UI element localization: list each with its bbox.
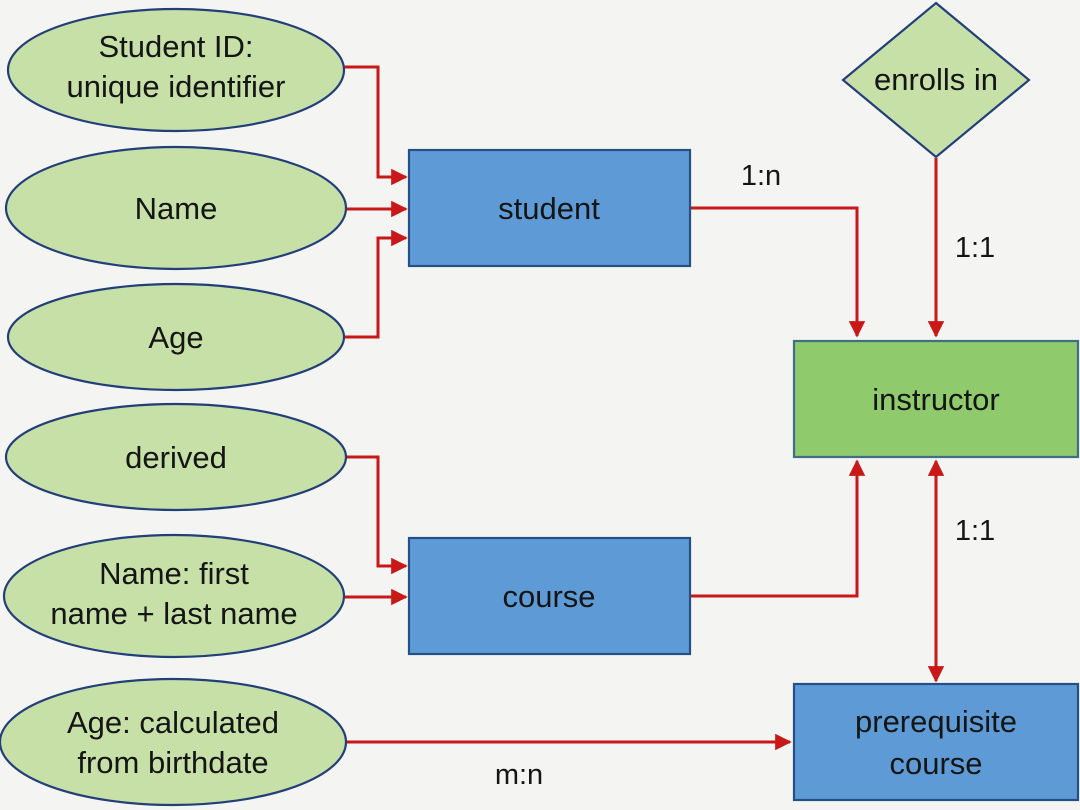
cardinality-age-prerequisite: m:n [495, 759, 543, 791]
edge-derived-to-course [346, 455, 408, 575]
attribute-derived-line-1: derived [125, 440, 227, 475]
attribute-derived: derived [4, 402, 348, 512]
attribute-age: Age [6, 282, 346, 392]
attribute-student-id-line-2: unique identifier [67, 69, 286, 104]
attribute-age-calculated-line-2: from birthdate [77, 745, 268, 780]
entity-student-line-1: student [498, 191, 600, 226]
attribute-student-id: Student ID: unique identifier [6, 7, 346, 133]
attribute-name-line-1: Name [135, 191, 218, 226]
cardinality-instructor-prerequisite: 1:1 [955, 515, 995, 547]
entity-instructor: instructor [792, 339, 1080, 459]
relationship-enrolls-in: enrolls in [841, 1, 1031, 159]
entity-course: course [407, 536, 692, 656]
cardinality-enrolls-instructor: 1:1 [955, 232, 995, 264]
attribute-age-calculated-line-1: Age: calculated [67, 705, 279, 740]
attribute-full-name-line-2: name + last name [50, 596, 297, 631]
cardinality-student-instructor: 1:n [741, 160, 781, 192]
entity-course-line-1: course [502, 579, 595, 614]
attribute-full-name-line-1: Name: first [99, 556, 249, 591]
entity-instructor-line-1: instructor [872, 382, 999, 417]
edge-student-to-instructor [690, 206, 866, 338]
attribute-age-line-1: Age [148, 320, 203, 355]
edge-student-id-to-student [344, 65, 408, 186]
entity-prerequisite-course-line-1: prerequisite [855, 704, 1017, 739]
edges [344, 65, 945, 751]
attribute-full-name: Name: first name + last name [2, 533, 346, 659]
entity-student: student [407, 148, 692, 268]
attribute-name: Name [4, 145, 348, 271]
entity-prerequisite-course: prerequisite course [792, 682, 1080, 802]
edge-age-to-student [344, 229, 408, 339]
attribute-student-id-line-1: Student ID: [98, 29, 253, 64]
relationship-enrolls-in-line-1: enrolls in [874, 62, 998, 97]
attribute-age-calculated: Age: calculated from birthdate [0, 677, 348, 807]
edge-course-to-instructor [690, 459, 866, 598]
entity-prerequisite-course-line-2: course [889, 746, 982, 781]
